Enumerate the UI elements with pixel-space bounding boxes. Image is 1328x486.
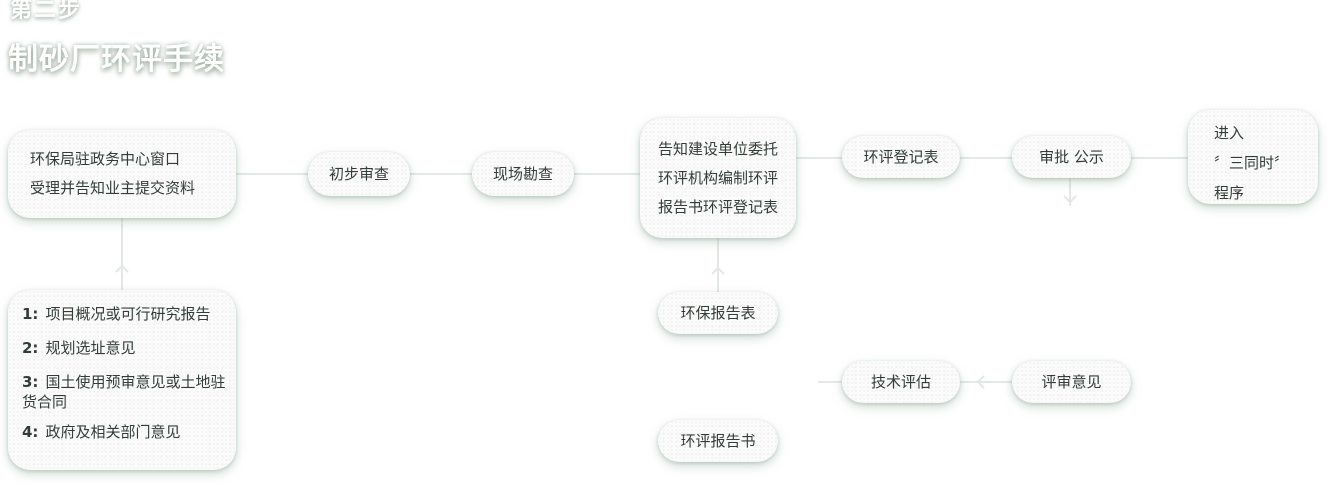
node-commission: 告知建设单位委托 环评机构编制环评 报告书环评登记表 bbox=[640, 118, 796, 238]
list-item-num: 2: bbox=[22, 339, 39, 357]
node-registration-form: 环评登记表 bbox=[842, 136, 960, 178]
list-item: 4: 政府及相关部门意见 bbox=[22, 422, 226, 442]
node-review-opinion-label: 评审意见 bbox=[1041, 372, 1102, 391]
page-title: 制砂厂环评手续 bbox=[8, 42, 225, 77]
node-report-book: 环评报告书 bbox=[658, 420, 778, 462]
node-initial-review-label: 初步审查 bbox=[328, 164, 389, 183]
node-commission-line-3: 报告书环评登记表 bbox=[657, 197, 778, 216]
list-item-num: 1: bbox=[22, 305, 39, 323]
list-item-text: 规划选址意见 bbox=[45, 339, 136, 357]
node-commission-line-2: 环评机构编制环评 bbox=[657, 168, 778, 187]
list-item-num: 3: bbox=[22, 373, 39, 391]
node-three-simultaneous: 进入 〞三同时〞 程序 bbox=[1188, 110, 1318, 204]
node-report-form-label: 环保报告表 bbox=[680, 303, 756, 322]
node-approval-label: 审批 公示 bbox=[1039, 147, 1104, 166]
list-item: 3:国土使用预审意见或土地驻货合同 bbox=[22, 372, 226, 412]
node-site-survey: 现场勘查 bbox=[472, 152, 574, 196]
node-three-simultaneous-line-2: 〞三同时〞 bbox=[1214, 154, 1290, 172]
node-three-simultaneous-line-3: 程序 bbox=[1214, 184, 1245, 202]
node-window-accept-line-2: 受理并告知业主提交资料 bbox=[30, 179, 196, 197]
list-item-text: 国土使用预审意见或土地驻货合同 bbox=[22, 373, 226, 411]
node-report-book-label: 环评报告书 bbox=[680, 431, 756, 450]
node-three-simultaneous-line-1: 进入 bbox=[1214, 124, 1245, 142]
node-review-opinion: 评审意见 bbox=[1012, 361, 1131, 403]
node-site-survey-label: 现场勘查 bbox=[492, 164, 553, 183]
list-item: 1: 项目概况或可行研究报告 bbox=[22, 304, 226, 324]
node-registration-form-label: 环评登记表 bbox=[863, 147, 939, 166]
node-tech-eval: 技术评估 bbox=[842, 361, 960, 403]
node-report-form: 环保报告表 bbox=[658, 292, 778, 334]
node-commission-line-1: 告知建设单位委托 bbox=[657, 139, 778, 158]
node-materials-list: 1: 项目概况或可行研究报告 2: 规划选址意见 3:国土使用预审意见或土地驻货… bbox=[8, 290, 236, 470]
list-item: 2: 规划选址意见 bbox=[22, 338, 226, 358]
list-item-text: 政府及相关部门意见 bbox=[45, 423, 181, 441]
list-item-num: 4: bbox=[22, 423, 39, 441]
node-initial-review: 初步审查 bbox=[308, 152, 410, 196]
node-window-accept: 环保局驻政务中心窗口 受理并告知业主提交资料 bbox=[8, 130, 236, 218]
node-approval: 审批 公示 bbox=[1012, 136, 1131, 178]
step-label: 第二步 bbox=[10, 0, 83, 23]
node-tech-eval-label: 技术评估 bbox=[870, 372, 931, 391]
node-window-accept-line-1: 环保局驻政务中心窗口 bbox=[30, 150, 181, 168]
list-item-text: 项目概况或可行研究报告 bbox=[45, 305, 211, 323]
